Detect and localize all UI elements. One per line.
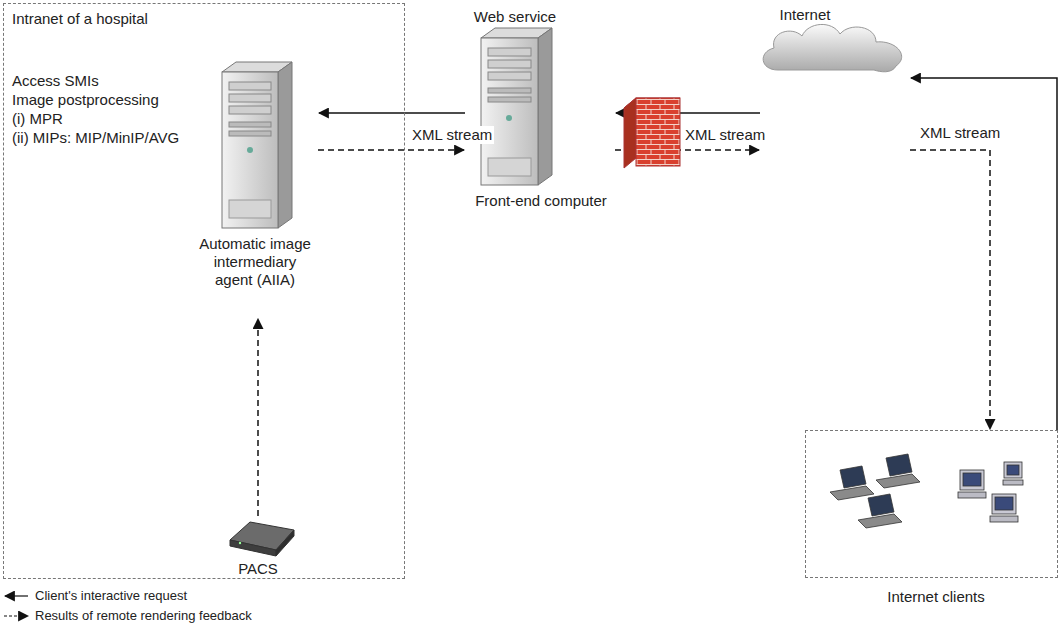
server-icon	[222, 62, 292, 228]
cloud-icon	[763, 24, 902, 71]
region-title: Intranet of a hospital	[12, 10, 148, 28]
legend-entry: Results of remote rendering feedback	[3, 608, 303, 626]
client-group: Internet clients	[805, 430, 1058, 578]
agent-server: Automatic image intermediary agent (AIIA…	[195, 60, 318, 318]
intranet-region: Automatic image intermediary agent (AIIA…	[3, 3, 405, 579]
web-server: Web serviceFront-end computer	[465, 2, 615, 215]
feedback-arrow	[318, 149, 464, 151]
legend-entry: Client's interactive request	[3, 588, 303, 606]
node-label: Internet	[780, 6, 831, 24]
node-label: Internet clients	[887, 588, 985, 606]
pacs-device	[230, 522, 294, 556]
request-arrow	[319, 112, 465, 114]
client-computers	[830, 454, 1023, 528]
legend-sample	[3, 608, 31, 624]
node-label: Front-end computer	[475, 192, 607, 210]
edge-label: XML stream	[918, 124, 1002, 142]
process-note: Access SMIs	[12, 72, 99, 90]
internet-cloud: Internet	[760, 2, 910, 165]
node-label: Automatic image intermediary agent (AIIA…	[195, 235, 315, 289]
node-label: PACS	[238, 560, 278, 578]
pacs-node: PACS	[223, 512, 293, 578]
edge-label: XML stream	[683, 126, 767, 144]
feedback-arrow	[257, 319, 259, 516]
feedback-arrow	[910, 150, 990, 429]
request-arrow	[911, 78, 1057, 430]
process-note: (ii) MIPs: MIP/MinIP/AVG	[12, 129, 179, 147]
legend-text: Results of remote rendering feedback	[35, 608, 252, 624]
firewall-icon	[624, 98, 680, 168]
process-note: Image postprocessing	[12, 91, 159, 109]
legend-sample	[3, 588, 31, 604]
process-note: (i) MPR	[12, 110, 63, 128]
server-icon	[481, 28, 552, 185]
node-label: Web service	[474, 8, 556, 26]
edge-label: XML stream	[410, 126, 494, 144]
legend-text: Client's interactive request	[35, 588, 187, 604]
